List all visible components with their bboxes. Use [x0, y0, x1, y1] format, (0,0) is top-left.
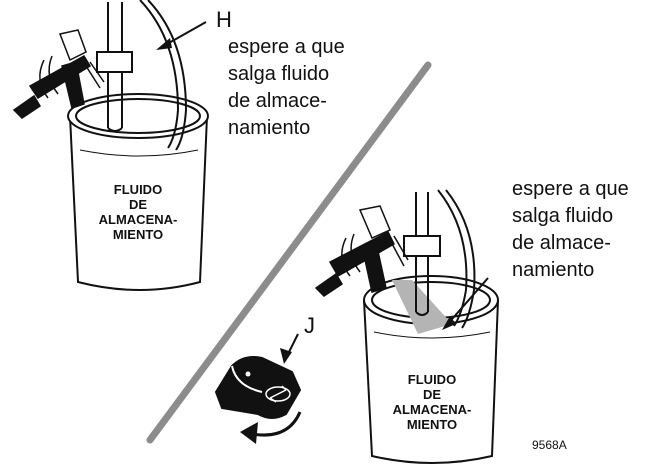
suction-tube-left	[96, 2, 133, 132]
bucket-label-line: DE	[422, 387, 442, 402]
figure-code: 9568A	[532, 438, 567, 452]
bucket-label-line: MIENTO	[406, 417, 458, 432]
bucket-label-line: FLUIDO	[407, 372, 457, 387]
arrowhead-j	[280, 348, 292, 364]
callout-text-h: espere a que salga fluido de almace- nam…	[228, 34, 345, 142]
callout-line: espere a que	[228, 36, 345, 58]
callout-line: namiento	[512, 259, 595, 281]
spray-gun-left	[12, 29, 105, 119]
bucket-label-line: FLUIDO	[113, 182, 163, 197]
arrowhead-h	[156, 38, 172, 50]
arrowhead-right	[442, 316, 456, 330]
callout-text-right: espere a que salga fluido de almace- nam…	[512, 176, 629, 284]
valve-knob-icon	[214, 356, 302, 419]
spray-gun-right	[314, 205, 409, 297]
fluid-spray-stream	[392, 280, 452, 334]
diagonal-divider	[146, 61, 432, 444]
bucket-left	[67, 93, 209, 291]
leader-line-right	[445, 277, 489, 327]
rotation-arrowhead	[240, 422, 258, 444]
drain-hose-left	[139, 0, 188, 151]
callout-line: de almace-	[512, 232, 611, 254]
bucket-label-line: ALMACENA-	[392, 402, 472, 417]
bucket-label-line: DE	[128, 197, 148, 212]
bucket-label-line: MIENTO	[112, 227, 164, 242]
callout-letter-j: J	[304, 313, 315, 338]
callout-letter-h: H	[216, 7, 232, 32]
bucket-left-label: FLUIDO DE ALMACENA- MIENTO	[78, 182, 198, 242]
callout-line: de almace-	[228, 90, 327, 112]
bucket-label-line: ALMACENA-	[98, 212, 178, 227]
callout-line: salga fluido	[512, 205, 614, 227]
bucket-right-label: FLUIDO DE ALMACENA- MIENTO	[372, 372, 492, 432]
callout-line: namiento	[228, 117, 311, 139]
callout-line: espere a que	[512, 178, 629, 200]
callout-line: salga fluido	[228, 63, 330, 85]
rotation-arrow-icon	[251, 411, 302, 437]
drain-hose-right	[437, 189, 476, 329]
suction-tube-right	[403, 192, 441, 316]
